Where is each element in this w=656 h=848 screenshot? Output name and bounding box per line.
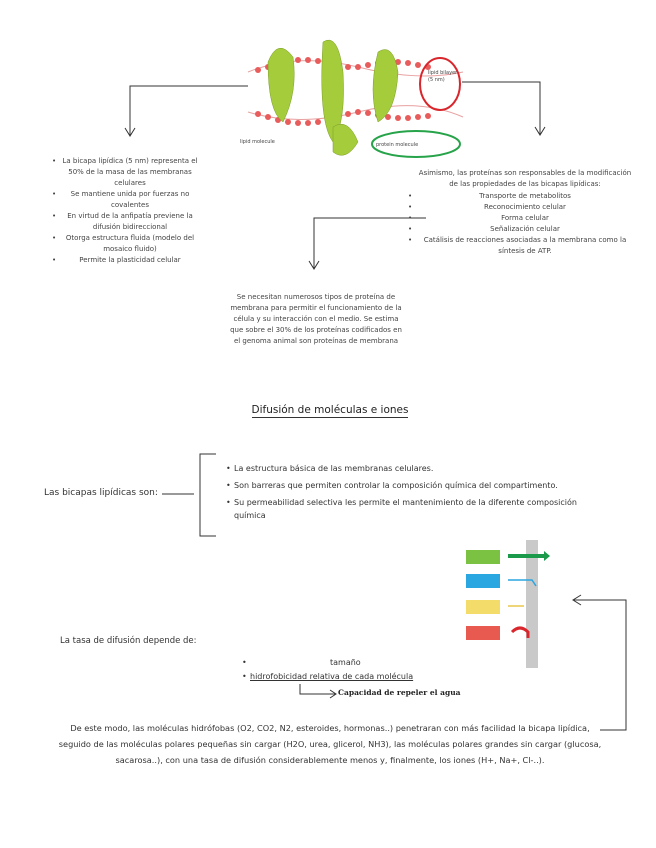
list-item: Otorga estructura fluida (modelo del mos… xyxy=(52,233,200,255)
bilayer-label: lipid bilayer (5 nm) xyxy=(428,70,458,83)
list-item: Señalización celular xyxy=(408,224,634,235)
protein-molecule-label: protein molecule xyxy=(376,142,419,148)
lipid-molecule-label: lipid molecule xyxy=(240,139,275,145)
bilayer-highlight-ellipse xyxy=(419,57,461,111)
capacidad-note: Capacidad de repeler el agua xyxy=(338,688,461,697)
arrow-to-center-paragraph xyxy=(308,217,426,270)
bracket-connector xyxy=(162,453,216,537)
arrow-to-right-block xyxy=(462,81,546,136)
small-polar-box xyxy=(466,574,500,588)
list-item: hidrofobicidad relativa de cada molécula xyxy=(242,670,470,684)
membrane-strip xyxy=(526,540,538,668)
list-item: Catálisis de reacciones asociadas a la m… xyxy=(408,235,634,257)
bicapas-list: La estructura básica de las membranas ce… xyxy=(226,462,594,522)
tasa-label: La tasa de difusión depende de: xyxy=(60,636,197,646)
lipid-bilayer-diagram xyxy=(247,39,464,158)
hydrophobic-box xyxy=(466,550,500,564)
bicapas-label: Las bicapas lipídicas son: xyxy=(44,488,158,498)
list-item: Reconocimiento celular xyxy=(408,202,634,213)
large-polar-box xyxy=(466,600,500,614)
list-item: tamaño xyxy=(242,656,470,670)
list-item: Son barreras que permiten controlar la c… xyxy=(226,479,594,492)
left-list: La bicapa lipídica (5 nm) representa el … xyxy=(52,156,200,266)
tasa-list: tamaño hidrofobicidad relativa de cada m… xyxy=(242,656,470,684)
list-item: En virtud de la anfipatía previene la di… xyxy=(52,211,200,233)
list-item: La bicapa lipídica (5 nm) representa el … xyxy=(52,156,200,189)
list-item: Permite la plasticidad celular xyxy=(52,255,200,266)
right-intro: Asimismo, las proteínas son responsables… xyxy=(418,169,632,188)
list-item: Forma celular xyxy=(408,213,634,224)
list-item: Se mantiene unida por fuerzas no covalen… xyxy=(52,189,200,211)
diffusion-permeability-diagram xyxy=(466,540,550,668)
arrow-to-diagram xyxy=(572,594,627,731)
list-item: La estructura básica de las membranas ce… xyxy=(226,462,594,475)
final-paragraph: De este modo, las moléculas hidrófobas (… xyxy=(58,723,602,765)
list-item: Transporte de metabolitos xyxy=(408,191,634,202)
capacidad-arrow xyxy=(299,684,337,699)
protein-highlight-ellipse xyxy=(371,130,461,158)
ions-box xyxy=(466,626,500,640)
center-paragraph: Se necesitan numerosos tipos de proteína… xyxy=(230,293,402,345)
section-title: Difusión de moléculas e iones xyxy=(251,404,409,418)
list-item: Su permeabilidad selectiva les permite e… xyxy=(226,496,594,522)
arrow-to-left-list xyxy=(124,85,248,137)
right-block: Asimismo, las proteínas son responsables… xyxy=(408,168,634,257)
